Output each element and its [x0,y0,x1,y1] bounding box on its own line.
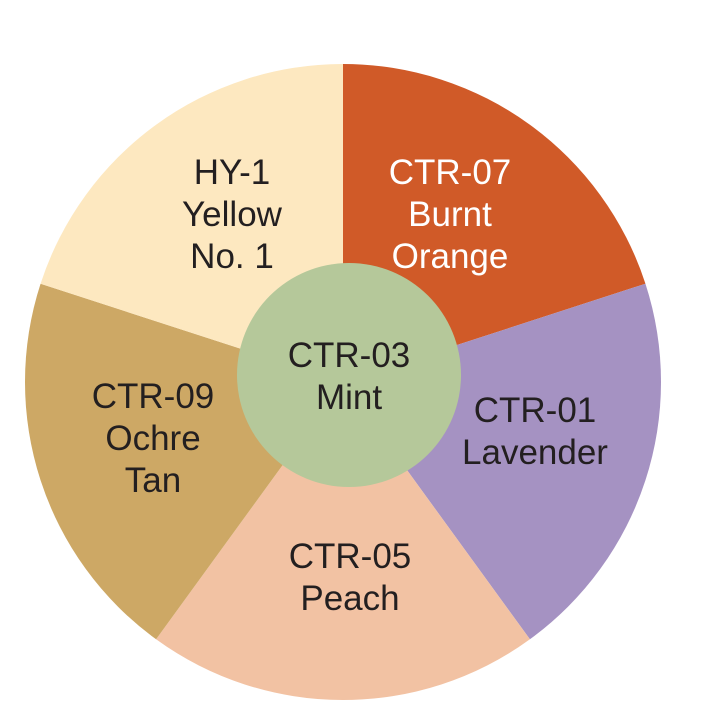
segment-ctr-01-label-line: Lavender [462,433,608,472]
segment-ctr-09-label-line: Ochre [105,419,200,458]
segment-ctr-05-label-line: CTR-05 [289,537,412,576]
segment-hy-1-label-line: Yellow [182,195,283,234]
center-ctr-03-label-line: CTR-03 [288,336,411,375]
segment-ctr-05-label-line: Peach [300,579,399,618]
center-ctr-03-label-line: Mint [316,378,382,417]
segment-ctr-07-label-line: CTR-07 [389,153,512,192]
segment-ctr-01-label-line: CTR-01 [474,391,597,430]
segment-ctr-07-label-line: Orange [392,237,509,276]
segment-ctr-07-label-line: Burnt [408,195,492,234]
segment-ctr-05 [156,382,530,701]
segment-hy-1-label-line: HY-1 [194,153,271,192]
segment-hy-1-label-line: No. 1 [190,237,274,276]
center-ctr-03 [237,263,461,487]
segment-ctr-09-label-line: CTR-09 [92,377,215,416]
segment-ctr-09-label-line: Tan [125,461,181,500]
